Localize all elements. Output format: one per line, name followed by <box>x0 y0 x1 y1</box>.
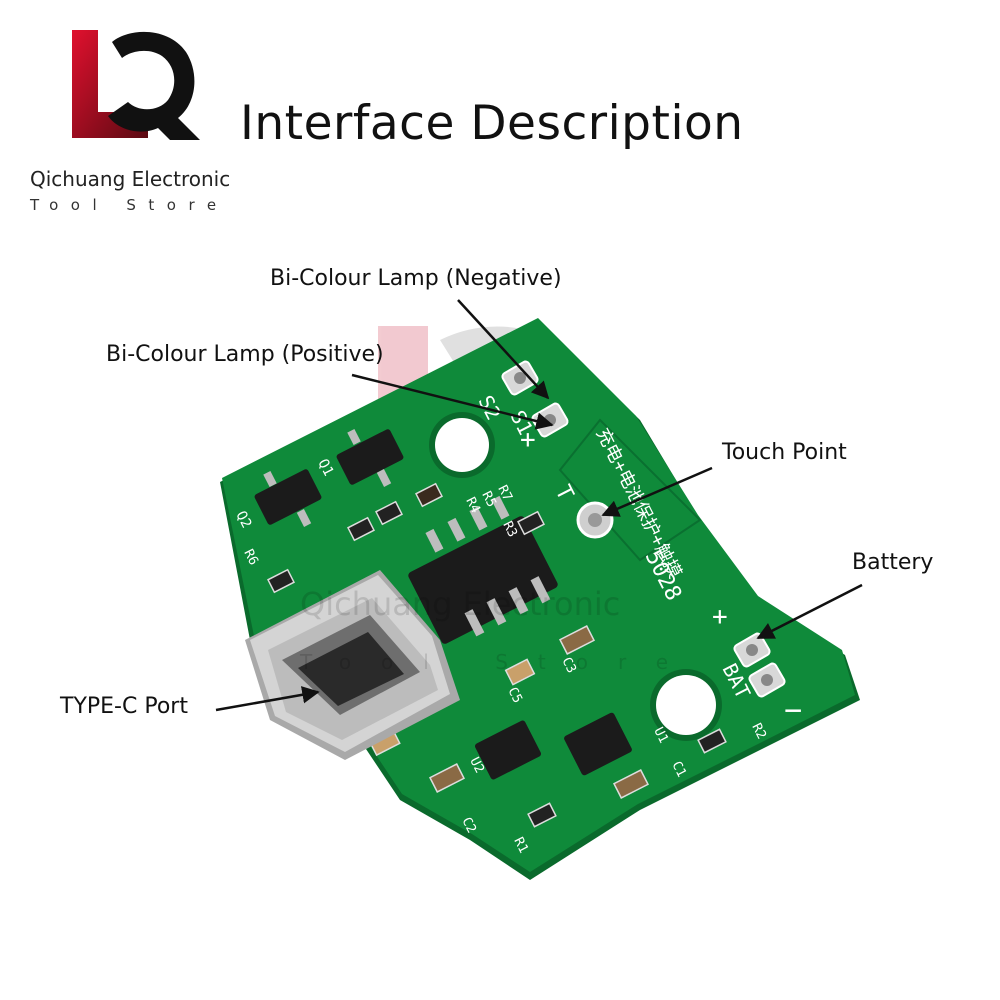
silk-q1: Q1 <box>314 457 336 479</box>
brand-subtitle: Tool Store <box>30 196 229 214</box>
watermark-subtext: Tool Store <box>300 650 699 674</box>
silk-u2: U2 <box>466 755 486 776</box>
silk-r1: R1 <box>510 835 530 856</box>
company-logo <box>72 30 200 140</box>
silk-r2: R2 <box>748 721 768 742</box>
chip-u2 <box>475 720 541 780</box>
callout-lamp-negative: Bi-Colour Lamp (Negative) <box>270 266 562 291</box>
arrow-lamp-negative <box>457 299 550 400</box>
silk-plus: + <box>712 602 728 632</box>
arrow-lamp-positive <box>351 373 554 430</box>
pad-s2 <box>501 360 539 396</box>
silk-c3: C3 <box>558 655 578 676</box>
silk-r7: R7 <box>494 483 514 504</box>
silk-u1: U1 <box>650 725 670 746</box>
watermark-text: Qichuang Electronic <box>300 585 621 623</box>
callout-lamp-positive: Bi-Colour Lamp (Positive) <box>106 342 384 367</box>
silk-c2: C2 <box>458 815 478 836</box>
silk-plus-top: + <box>520 425 536 455</box>
callout-touch-point: Touch Point <box>722 440 847 465</box>
main-ic-chip <box>408 495 558 644</box>
brand-name: Qichuang Electronic <box>30 167 231 191</box>
silk-r3: R3 <box>499 519 519 540</box>
silk-r4: R4 <box>462 495 483 516</box>
silk-c5: C5 <box>504 685 524 706</box>
arrow-touch-point <box>601 466 713 517</box>
callout-arrows <box>215 299 863 712</box>
chip-u1 <box>564 712 632 776</box>
silk-q2: Q2 <box>232 509 254 531</box>
transistor-q2 <box>254 469 322 527</box>
battery-pad-positive <box>733 632 771 668</box>
pcb-board: S2 S1 T 5028 BAT 充电+电池保护+触摸 Q1 Q2 R6 R4 … <box>220 318 860 880</box>
callout-type-c: TYPE-C Port <box>60 694 188 719</box>
touch-point-pad <box>576 501 614 539</box>
silk-r5: R5 <box>478 489 498 510</box>
callout-battery: Battery <box>852 550 934 575</box>
transistor-q1 <box>336 428 404 487</box>
silk-r6: R6 <box>240 547 260 568</box>
page-title: Interface Description <box>240 96 744 151</box>
type-c-connector <box>245 570 460 760</box>
battery-pad-negative <box>748 662 786 698</box>
arrow-battery <box>756 583 863 640</box>
passive-components <box>267 482 727 828</box>
silk-minus: − <box>784 693 802 728</box>
arrow-type-c <box>215 686 320 712</box>
silk-c1: C1 <box>668 759 688 780</box>
